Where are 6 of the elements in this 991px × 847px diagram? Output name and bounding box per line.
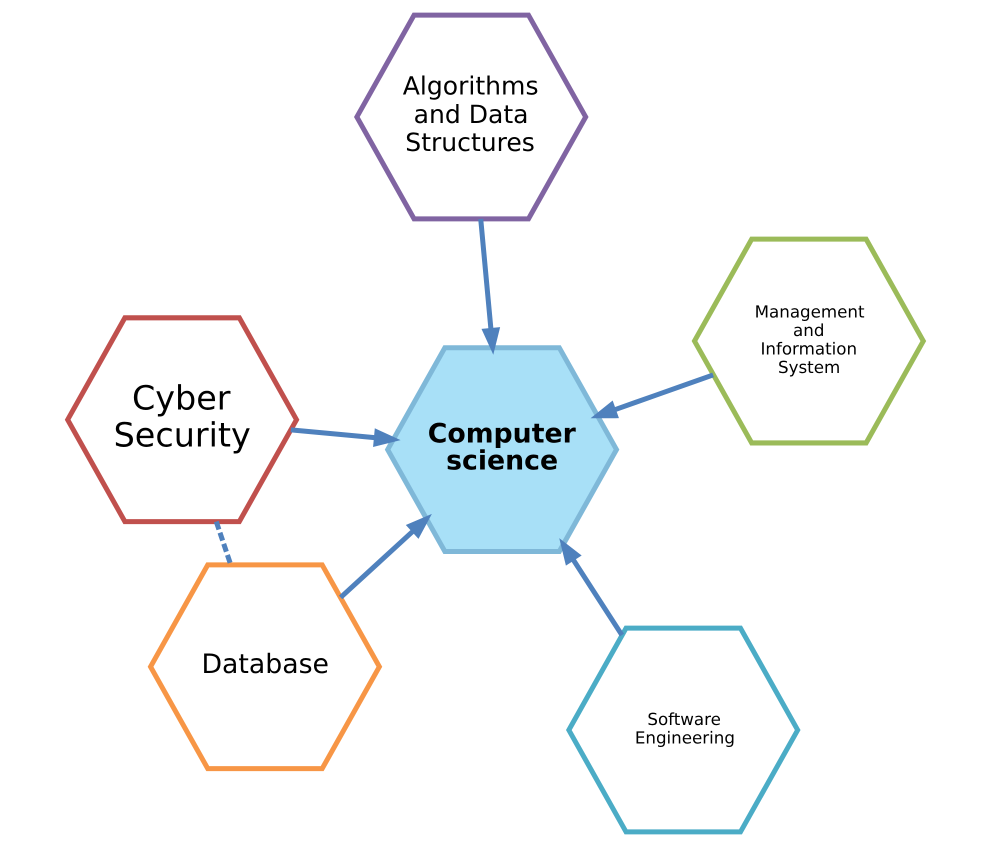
arrow <box>590 372 714 418</box>
arrow <box>559 538 624 636</box>
connector <box>214 520 233 566</box>
arrow <box>290 427 401 447</box>
arrow <box>338 514 432 600</box>
arrow <box>478 218 500 355</box>
